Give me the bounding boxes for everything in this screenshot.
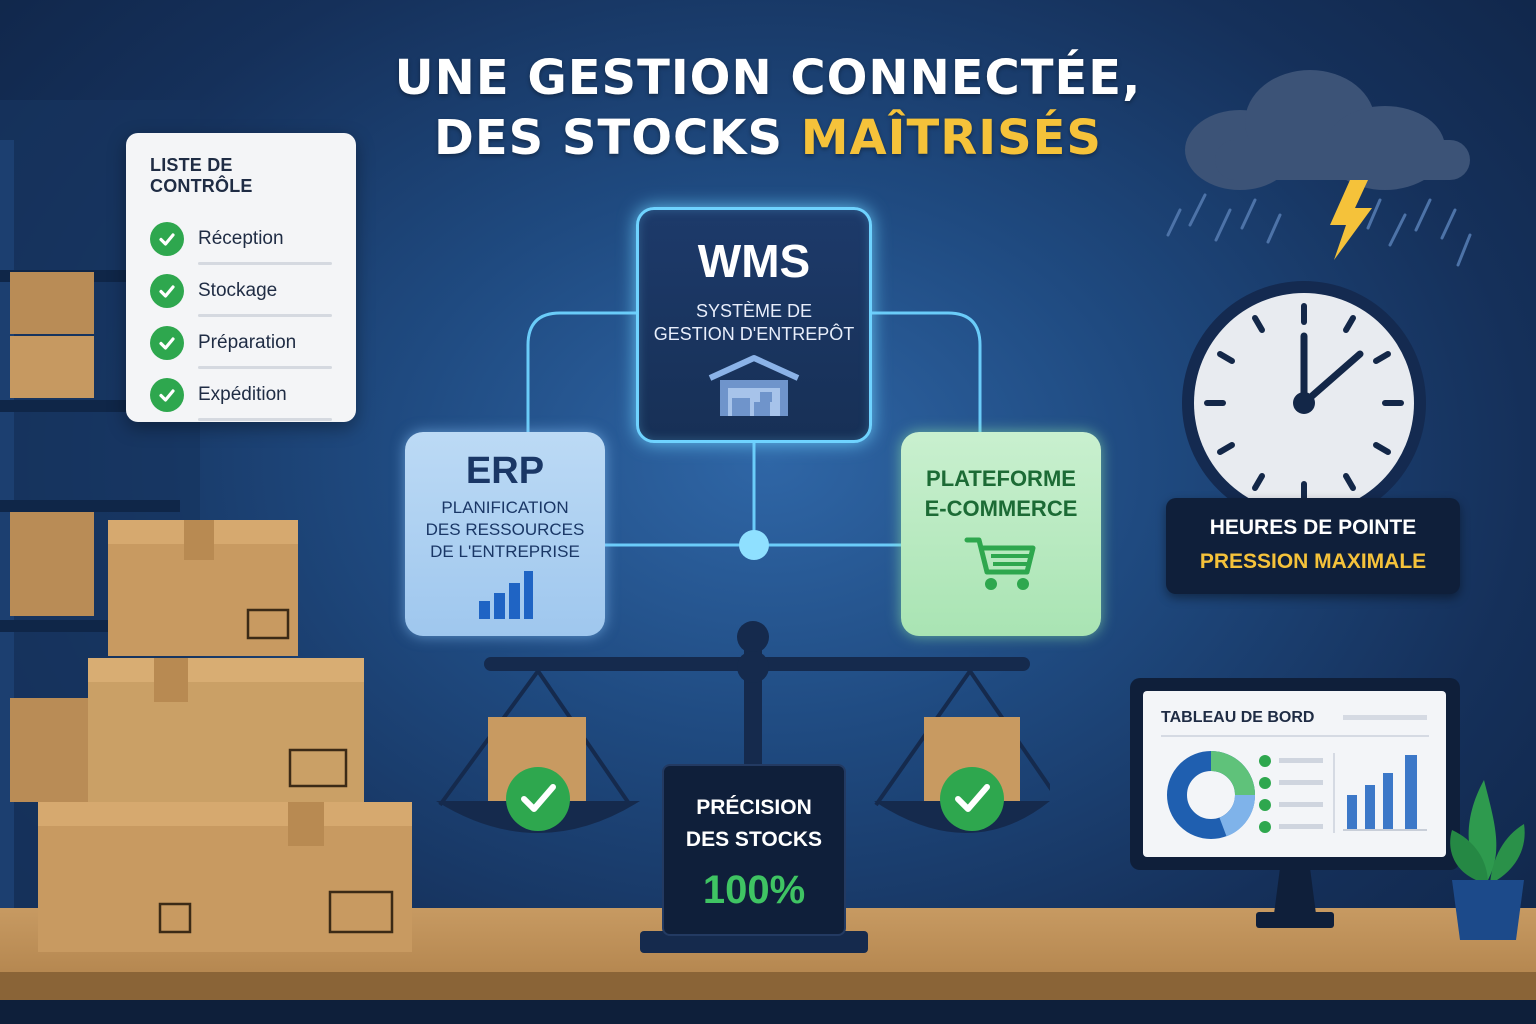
check-circle-icon: [150, 378, 184, 412]
donut-chart-icon: [1167, 751, 1256, 839]
peak-hours-label: HEURES DE POINTE PRESSION MAXIMALE: [1166, 498, 1460, 594]
connector-node: [739, 530, 769, 560]
dashboard-screen: TABLEAU DE BORD: [1143, 691, 1446, 857]
checklist-item-label: Stockage: [198, 280, 278, 301]
check-circle-icon: [150, 326, 184, 360]
title-line-2-plain: DES STOCKS: [434, 110, 801, 166]
cardboard-boxes: [38, 520, 412, 952]
floor: [0, 1000, 1536, 1024]
bar-chart-icon: [479, 571, 533, 619]
checklist-item-label: Réception: [198, 228, 284, 249]
checklist-heading: LISTE DE CONTRÔLE: [150, 155, 253, 196]
shopping-cart-icon: [964, 537, 1036, 590]
plant-icon: [1450, 780, 1525, 940]
peak-hours-line-1: HEURES DE POINTE: [1209, 516, 1417, 539]
precision-label: PRÉCISION DES STOCKS: [685, 796, 823, 851]
peak-hours-line-2: PRESSION MAXIMALE: [1199, 550, 1427, 573]
precision-value: 100%: [702, 868, 806, 912]
title-line-2-accent: MAÎTRISÉS: [800, 110, 1102, 166]
checklist-item: Préparation: [150, 317, 332, 369]
erp-name: ERP: [465, 450, 545, 492]
ecommerce-node: PLATEFORME E-COMMERCE: [901, 432, 1101, 636]
wms-name: WMS: [697, 235, 811, 287]
monitor-stand: [1256, 868, 1334, 928]
dashboard-title: TABLEAU DE BORD: [1161, 709, 1315, 726]
checklist-item-label: Préparation: [198, 332, 297, 353]
checklist-item-label: Expédition: [198, 384, 287, 405]
dashboard-widgets: [1161, 715, 1429, 839]
checklist-card: LISTE DE CONTRÔLE Réception Stockage Pré…: [126, 133, 356, 422]
stock-precision-panel: PRÉCISION DES STOCKS 100%: [662, 764, 846, 936]
checklist-item: Réception: [150, 213, 332, 265]
title-line-1: UNE GESTION CONNECTÉE,: [394, 50, 1142, 106]
clock-icon: [1182, 281, 1426, 518]
check-circle-icon: [150, 274, 184, 308]
title-line-2: DES STOCKS MAÎTRISÉS: [0, 108, 1536, 168]
ecommerce-description: PLATEFORME E-COMMERCE: [924, 466, 1078, 521]
storm-cloud-icon: [1166, 70, 1472, 267]
check-circle-icon: [150, 222, 184, 256]
bar-chart-icon: [1347, 755, 1417, 829]
wms-description: SYSTÈME DE GESTION D'ENTREPÔT: [653, 301, 855, 344]
warehouse-icon: [708, 355, 800, 416]
desk-edge: [0, 972, 1536, 1002]
checklist-item: Stockage: [150, 265, 332, 317]
erp-node: ERP PLANIFICATION DES RESSOURCES DE L'EN…: [405, 432, 605, 636]
checklist-item: Expédition: [150, 369, 332, 421]
wms-node: WMS SYSTÈME DE GESTION D'ENTREPÔT: [636, 207, 872, 443]
page-title: UNE GESTION CONNECTÉE, DES STOCKS MAÎTRI…: [0, 48, 1536, 168]
erp-description: PLANIFICATION DES RESSOURCES DE L'ENTREP…: [425, 498, 585, 561]
